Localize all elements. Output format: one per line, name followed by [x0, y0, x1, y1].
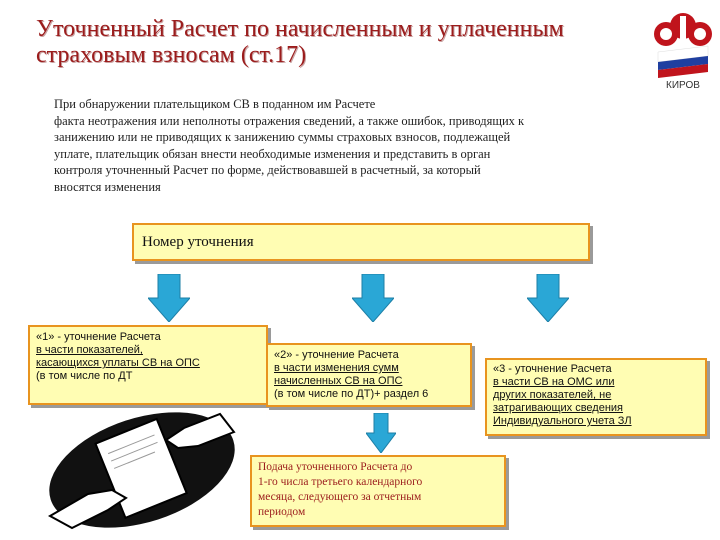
correction-number-box: Номер уточнения [132, 223, 590, 261]
option-1-box: «1» - уточнение Расчета в части показате… [28, 325, 268, 405]
arrow-down-icon [527, 274, 569, 322]
option-1-line: касающихся уплаты СВ на ОПС [36, 357, 200, 369]
arrow-down-icon [366, 413, 396, 453]
option-2-line: «2» - уточнение Расчета [274, 349, 399, 361]
page-title: Уточненный Расчет по начисленным и уплач… [36, 16, 646, 68]
option-2-line: (в том числе по ДТ)+ раздел 6 [274, 388, 429, 400]
option-1-line: «1» - уточнение Расчета [36, 331, 161, 343]
intro-line: факта неотражения или неполноты отражени… [54, 113, 525, 128]
option-2-line: в части изменения сумм [274, 362, 399, 374]
arrow-down-icon [352, 274, 394, 322]
logo-caption: КИРОВ [666, 80, 700, 90]
option-3-line: затрагивающих сведения [493, 402, 623, 414]
option-1-line: (в том числе по ДТ [36, 370, 133, 382]
pfr-logo-icon: КИРОВ [654, 13, 712, 90]
arrow-down-icon [148, 274, 190, 322]
intro-line: вносятся изменения [54, 179, 161, 194]
option-3-line: в части СВ на ОМС или [493, 376, 615, 388]
submission-deadline-box: Подача уточненного Расчета до 1-го числа… [250, 455, 506, 527]
option-1-line: в части показателей, [36, 344, 143, 356]
deadline-line: Подача уточненного Расчета до [258, 461, 413, 473]
option-2-box: «2» - уточнение Расчета в части изменени… [266, 343, 472, 407]
option-3-line: других показателей, не [493, 389, 612, 401]
intro-line: занижению или не приводящих к занижению … [54, 130, 511, 144]
intro-line: контроля уточненный Расчет по форме, дей… [54, 163, 481, 177]
deadline-line: 1-го числа третьего календарного [258, 476, 423, 488]
intro-line: уплате, плательщик обязан внести необход… [54, 146, 491, 161]
option-3-line: «3 - уточнение Расчета [493, 363, 612, 375]
handing-document-clipart-icon [47, 412, 236, 530]
title-line-1: Уточненный Расчет по начисленным и уплач… [36, 16, 564, 42]
correction-number-label: Номер уточнения [142, 234, 254, 250]
title-line-2: страховым взносам (ст.17) [36, 42, 307, 68]
intro-paragraph: При обнаружении плательщиком СВ в поданн… [54, 96, 694, 195]
option-2-line: начисленных СВ на ОПС [274, 375, 403, 387]
option-3-line: Индивидуального учета ЗЛ [493, 415, 632, 427]
option-3-box: «3 - уточнение Расчета в части СВ на ОМС… [485, 358, 707, 436]
deadline-line: периодом [258, 506, 306, 518]
intro-line: При обнаружении плательщиком СВ в поданн… [54, 97, 376, 111]
deadline-line: месяца, следующего за отчетным [258, 491, 422, 503]
